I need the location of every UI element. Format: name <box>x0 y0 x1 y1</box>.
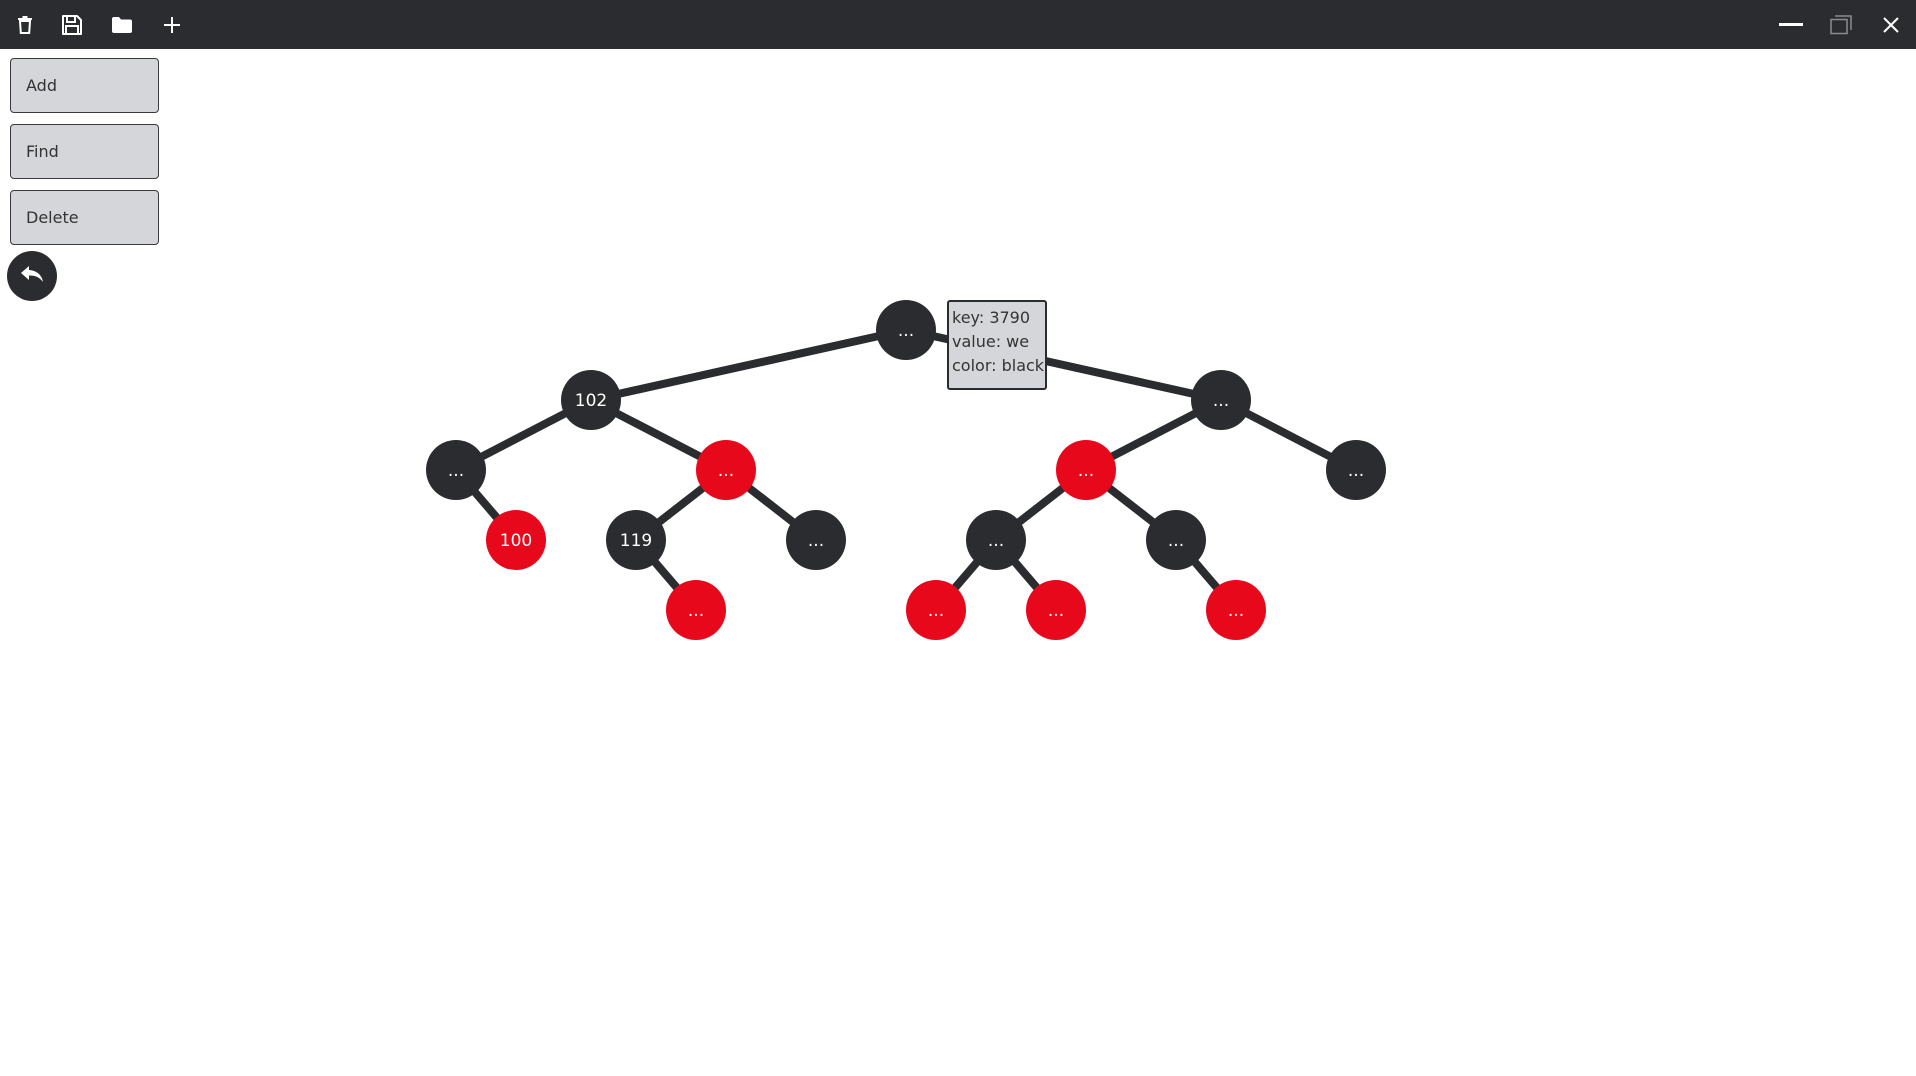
undo-button[interactable] <box>7 251 57 301</box>
tree-node[interactable]: ... <box>1026 580 1086 640</box>
tree-node-label: 102 <box>575 391 607 411</box>
tree-node[interactable]: ... <box>696 440 756 500</box>
tree-node-label: ... <box>928 601 944 621</box>
close-icon <box>1883 16 1899 33</box>
find-button[interactable]: Find <box>10 124 159 179</box>
tree-node-label: ... <box>1078 461 1094 481</box>
red-node-circle <box>1056 440 1116 500</box>
black-node-circle <box>1326 440 1386 500</box>
red-node-circle <box>1026 580 1086 640</box>
node-info-tooltip: key: 3790 value: we color: black <box>947 300 1047 390</box>
red-node-circle <box>666 580 726 640</box>
tree-node-label: ... <box>688 601 704 621</box>
folder-icon <box>111 16 133 34</box>
tree-node-label: ... <box>898 321 914 341</box>
tree-node[interactable]: ... <box>876 300 936 360</box>
tree-node[interactable]: ... <box>966 510 1026 570</box>
add-button[interactable]: Add <box>10 58 159 113</box>
tree-node-label: ... <box>1348 461 1364 481</box>
title-bar <box>0 0 1916 49</box>
new-tree-button[interactable] <box>147 0 197 49</box>
tooltip-color: color: black <box>952 356 1045 375</box>
tree-node-label: ... <box>808 531 824 551</box>
tree-node-label: ... <box>1213 391 1229 411</box>
tree-node-label: ... <box>718 461 734 481</box>
close-button[interactable] <box>1866 0 1916 49</box>
undo-arrow-icon <box>19 264 45 288</box>
plus-icon <box>164 16 180 33</box>
black-node-circle <box>966 510 1026 570</box>
tree-node[interactable]: ... <box>786 510 846 570</box>
black-node-circle <box>606 510 666 570</box>
tree-node[interactable]: ... <box>1056 440 1116 500</box>
black-node-circle <box>876 300 936 360</box>
tree-node[interactable]: 119 <box>606 510 666 570</box>
tree-node[interactable]: ... <box>1326 440 1386 500</box>
minimize-button[interactable] <box>1766 0 1816 49</box>
tree-node-label: ... <box>1228 601 1244 621</box>
tooltip-key: key: 3790 <box>952 308 1031 327</box>
trash-icon <box>17 15 33 34</box>
tree-node-label: ... <box>448 461 464 481</box>
tree-node-label: ... <box>1168 531 1184 551</box>
black-node-circle <box>1191 370 1251 430</box>
add-button-label: Add <box>26 76 57 95</box>
black-node-circle <box>786 510 846 570</box>
red-node-circle <box>906 580 966 640</box>
tree-node-label: ... <box>988 531 1004 551</box>
tree-node[interactable]: 100 <box>486 510 546 570</box>
tree-node[interactable]: ... <box>426 440 486 500</box>
tree-node[interactable]: ... <box>1146 510 1206 570</box>
open-folder-button[interactable] <box>97 0 147 49</box>
save-icon <box>61 14 83 36</box>
red-node-circle <box>486 510 546 570</box>
tree-node-label: ... <box>1048 601 1064 621</box>
tree-edge <box>590 326 907 404</box>
delete-button[interactable]: Delete <box>10 190 159 245</box>
red-node-circle <box>1206 580 1266 640</box>
delete-tree-button[interactable] <box>0 0 50 49</box>
tree-node-label: 119 <box>620 531 652 551</box>
tree-node[interactable]: ... <box>666 580 726 640</box>
black-node-circle <box>1146 510 1206 570</box>
tree-node-label: 100 <box>500 531 532 551</box>
tree-node[interactable]: ... <box>906 580 966 640</box>
tree-node[interactable]: 102 <box>561 370 621 430</box>
find-button-label: Find <box>26 142 59 161</box>
delete-button-label: Delete <box>26 208 79 227</box>
maximize-icon <box>1830 14 1852 35</box>
minimize-icon <box>1779 22 1803 27</box>
maximize-button[interactable] <box>1816 0 1866 49</box>
black-node-circle <box>561 370 621 430</box>
red-node-circle <box>696 440 756 500</box>
save-button[interactable] <box>47 0 97 49</box>
black-node-circle <box>426 440 486 500</box>
tooltip-value: value: we <box>952 332 1030 351</box>
tree-node[interactable]: ... <box>1206 580 1266 640</box>
tree-node[interactable]: ... <box>1191 370 1251 430</box>
